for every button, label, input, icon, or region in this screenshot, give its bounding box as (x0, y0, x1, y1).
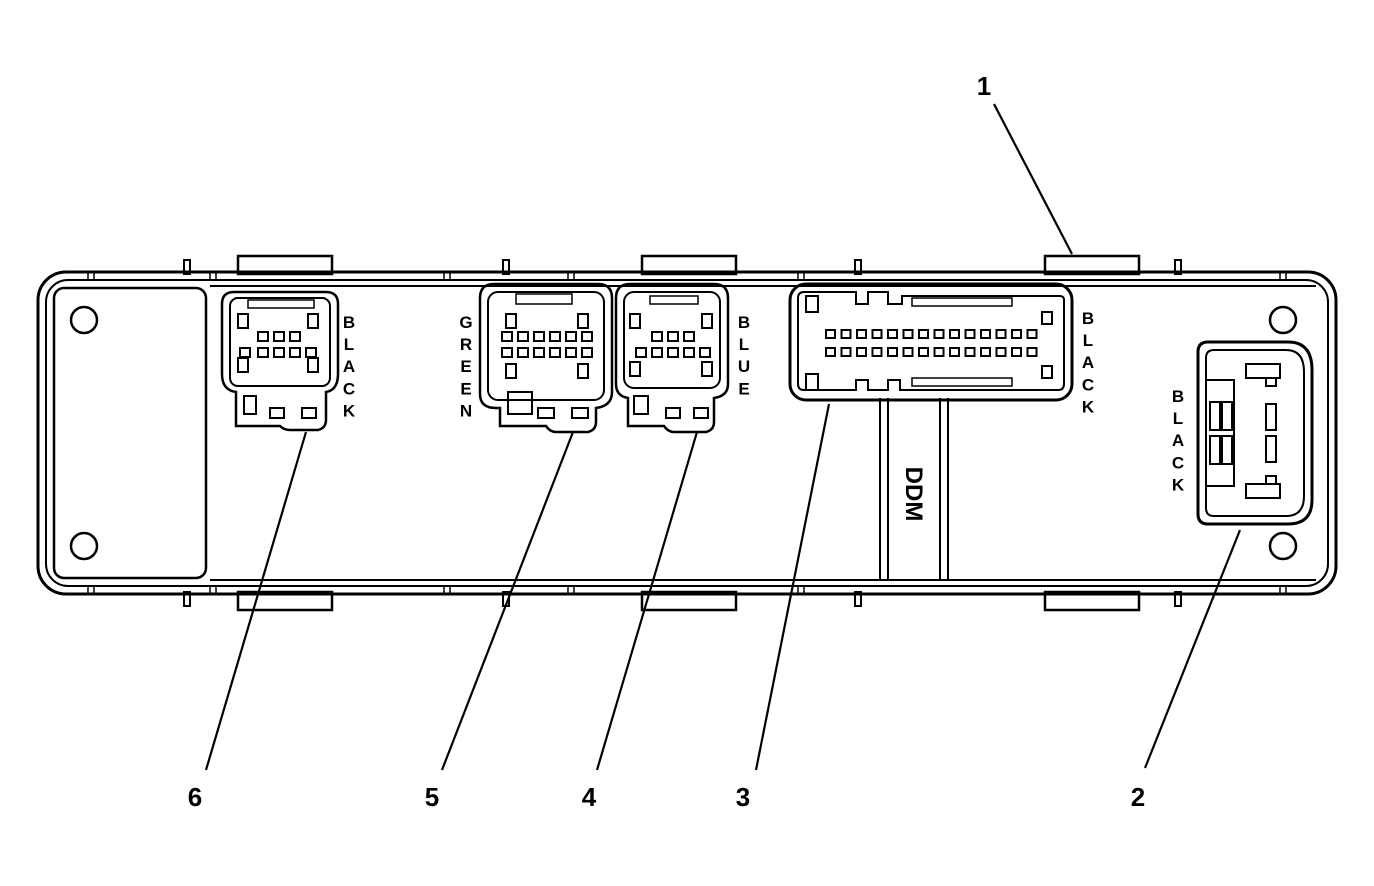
terminal-cavity (825, 347, 836, 357)
leader-line-4 (595, 431, 699, 771)
mounting-tab (236, 254, 334, 276)
module-shell-inner (45, 279, 1329, 587)
module-housing: DDM (36, 254, 1338, 612)
ddm-label-channel: DDM (879, 398, 949, 580)
module-shell-outer (36, 270, 1338, 596)
mounting-hole (69, 305, 99, 335)
terminal-cavity (1011, 347, 1022, 357)
mounting-hole (1268, 305, 1298, 335)
terminal-cavity (856, 329, 867, 339)
terminal-cavity (964, 329, 976, 339)
terminal-cavity (949, 347, 960, 357)
terminal-cavity (949, 329, 960, 339)
leader-line-6 (204, 431, 308, 771)
terminal-cavity (902, 329, 914, 339)
callout-numbers: 1 2 3 4 5 6 (188, 71, 1145, 812)
mounting-tab (640, 254, 738, 276)
callout-2: 2 (1131, 782, 1145, 812)
terminal-cavity (980, 347, 991, 357)
module-label: DDM (900, 467, 927, 522)
mounting-hole (1268, 531, 1298, 561)
mounting-tab (1043, 590, 1141, 612)
terminal-cavity (964, 347, 976, 357)
terminal-cavity (933, 329, 945, 339)
leader-lines (204, 103, 1242, 771)
terminal-cavity (1026, 329, 1038, 339)
callout-3: 3 (736, 782, 750, 812)
terminal-cavity (825, 329, 836, 339)
terminal-cavity (871, 347, 883, 357)
callout-4: 4 (582, 782, 597, 812)
leader-line-2 (1143, 529, 1242, 769)
callout-5: 5 (425, 782, 439, 812)
leader-line-3 (754, 403, 831, 771)
terminal-cavity (995, 347, 1007, 357)
terminal-cavity (995, 329, 1007, 339)
terminal-cavity (918, 347, 929, 357)
terminal-cavity (856, 347, 867, 357)
callout-1: 1 (977, 71, 991, 101)
mounting-tab (1043, 254, 1141, 276)
mounting-tab (640, 590, 738, 612)
mounting-hole (69, 531, 99, 561)
terminal-cavity (902, 347, 914, 357)
terminal-cavity (1026, 347, 1038, 357)
leader-line-1 (993, 103, 1073, 255)
terminal-cavity (918, 329, 929, 339)
callout-6: 6 (188, 782, 202, 812)
leader-line-5 (440, 431, 575, 771)
terminal-cavity (887, 347, 898, 357)
mounting-tab (236, 590, 334, 612)
terminal-cavity (887, 329, 898, 339)
terminal-cavity (840, 347, 852, 357)
terminal-cavity (980, 329, 991, 339)
terminal-cavity (933, 347, 945, 357)
terminal-cavity (871, 329, 883, 339)
connector-3-pins (825, 329, 1038, 357)
terminal-cavity (840, 329, 852, 339)
label-panel (52, 286, 208, 580)
terminal-cavity (1011, 329, 1022, 339)
